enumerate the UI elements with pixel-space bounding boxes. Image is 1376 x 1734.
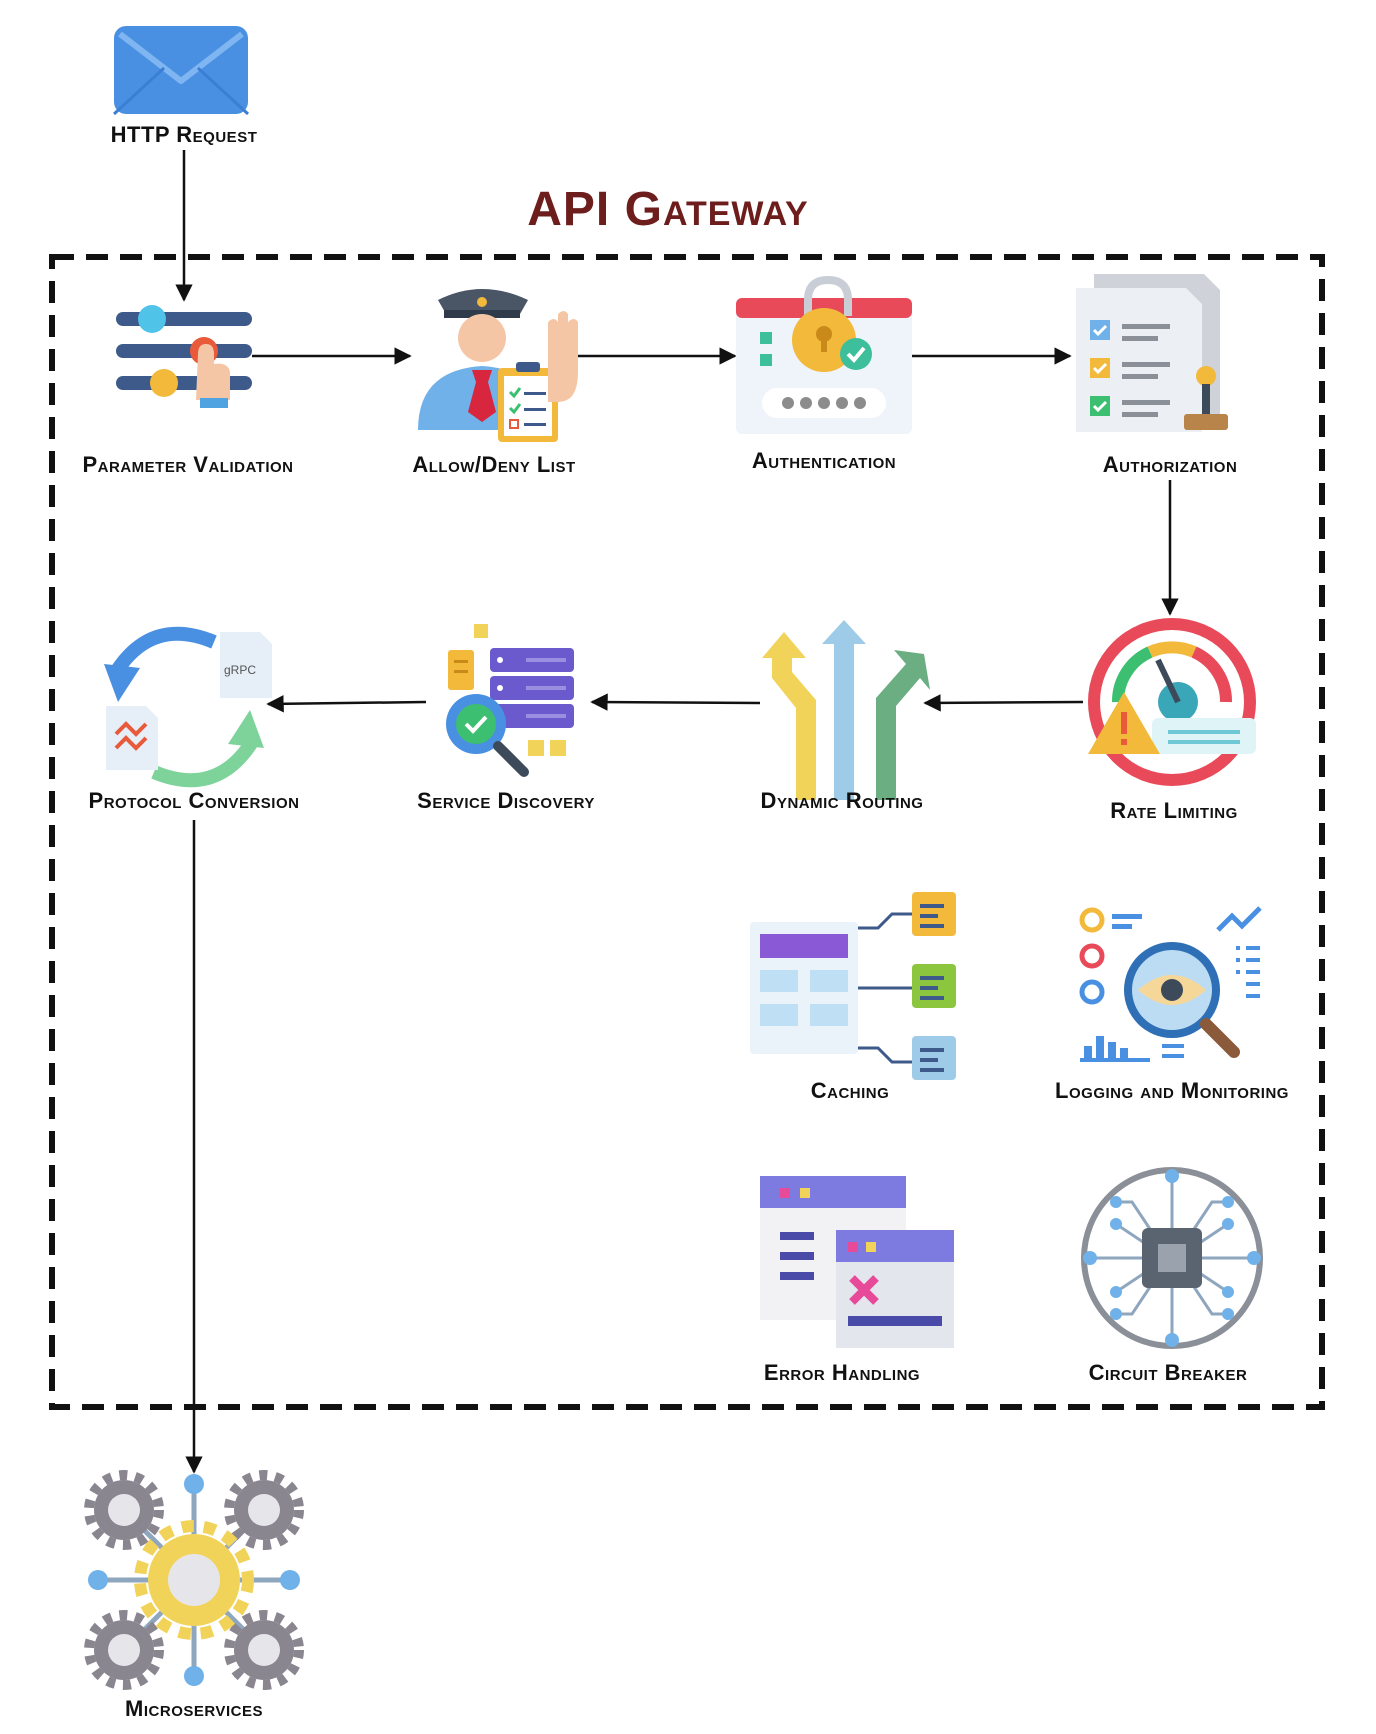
gears-network-icon: [84, 1470, 304, 1690]
protocol-conversion-label: Protocol Conversion: [88, 788, 300, 813]
split-arrows-icon: [762, 620, 930, 800]
parameter-validation-label: Parameter Validation: [82, 452, 294, 477]
http-request-label: HTTP Request: [110, 122, 258, 147]
authorization-label: Authorization: [1102, 452, 1238, 477]
circuit-breaker-label: Circuit Breaker: [1088, 1360, 1248, 1385]
arrow-routing-to-discovery: [590, 693, 761, 711]
chip-circuit-icon: [1081, 1167, 1263, 1349]
grpc-conversion-icon: gRPC: [104, 626, 272, 788]
microservices-label: Microservices: [125, 1696, 263, 1721]
checklist-stamp-icon: [1076, 274, 1228, 432]
dynamic-routing-label: Dynamic Routing: [760, 788, 924, 813]
magnifier-eye-icon: [1079, 906, 1262, 1062]
server-search-icon: [446, 624, 574, 777]
logging-and-monitoring-label: Logging and Monitoring: [1055, 1078, 1289, 1103]
speedometer-warning-icon: [1088, 618, 1256, 786]
error-windows-icon: [760, 1176, 954, 1348]
caching-label: Caching: [810, 1078, 890, 1103]
lock-key-icon: [736, 275, 912, 434]
gateway-boundary: [49, 254, 1325, 1410]
allow-deny-list-label: Allow/Deny List: [412, 452, 576, 477]
error-handling-label: Error Handling: [763, 1360, 921, 1385]
security-guard-icon: [418, 289, 578, 442]
flow-arrows: [175, 150, 1179, 1474]
service-discovery-label: Service Discovery: [417, 788, 595, 813]
diagram-title: API Gateway: [527, 183, 809, 236]
sliders-icon: [116, 305, 252, 408]
grpc-text: gRPC: [224, 663, 256, 677]
cache-table-icon: [750, 892, 956, 1080]
rate-limiting-label: Rate Limiting: [1110, 798, 1238, 823]
arrow-discovery-to-protocol: [266, 695, 427, 713]
authentication-label: Authentication: [751, 448, 897, 473]
arrow-ratelimiting-to-routing: [923, 694, 1084, 712]
envelope-icon: [112, 26, 250, 116]
